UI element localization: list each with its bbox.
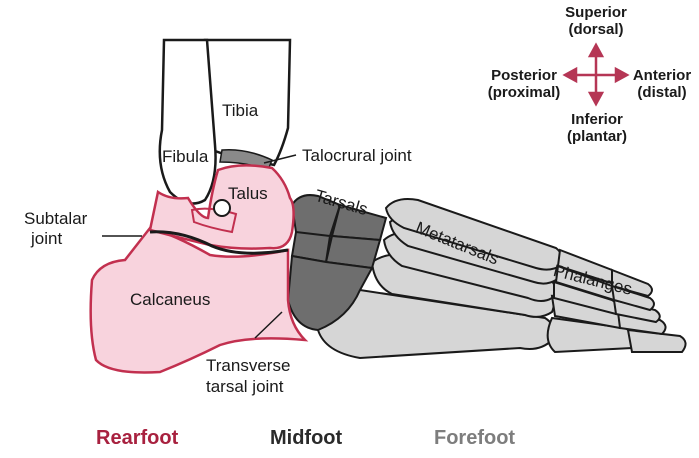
label-transverse-tarsal-1: Transverse xyxy=(206,356,291,375)
direction-anterior-line1: Anterior xyxy=(632,67,692,84)
phalanx-3b xyxy=(612,298,661,324)
direction-superior-line1: Superior xyxy=(565,4,627,21)
direction-posterior: Posterior (proximal) xyxy=(478,67,570,101)
direction-inferior: Inferior (plantar) xyxy=(552,111,642,145)
direction-inferior-line1: Inferior xyxy=(571,111,623,128)
subtalar-joint-line xyxy=(149,230,289,255)
label-subtalar-joint-1: Subtalar xyxy=(24,209,88,228)
region-midfoot: Midfoot xyxy=(270,427,343,449)
direction-arrows xyxy=(562,42,630,107)
cuboid xyxy=(286,254,374,332)
region-rearfoot: Rearfoot xyxy=(96,427,179,449)
region-forefoot: Forefoot xyxy=(434,427,516,449)
label-transverse-tarsal-2: tarsal joint xyxy=(206,377,284,396)
label-calcaneus: Calcaneus xyxy=(130,290,211,309)
midfoot-bones xyxy=(286,194,388,332)
direction-posterior-line2: (proximal) xyxy=(487,84,561,101)
label-subtalar-joint-2: joint xyxy=(31,229,63,248)
direction-anterior-line2: (distal) xyxy=(637,84,687,101)
direction-anterior: Anterior (distal) xyxy=(628,67,696,101)
phalanx-5b xyxy=(611,268,653,298)
direction-superior-line2: (dorsal) xyxy=(568,21,624,38)
direction-superior: Superior (dorsal) xyxy=(548,4,644,38)
direction-inferior-line2: (plantar) xyxy=(567,128,627,145)
calcaneus-bone xyxy=(89,226,309,374)
phalanx-1b xyxy=(626,328,687,353)
label-talus: Talus xyxy=(228,184,268,203)
label-fibula: Fibula xyxy=(162,147,209,166)
fibula-bone xyxy=(158,38,217,205)
label-tibia: Tibia xyxy=(222,101,259,120)
phalanx-4b xyxy=(610,284,655,312)
label-talocrural-joint: Talocrural joint xyxy=(302,146,412,165)
leader-lines xyxy=(102,154,297,339)
lower-leg-bones xyxy=(158,38,292,205)
direction-posterior-line1: Posterior xyxy=(491,67,557,84)
talus-head-circle xyxy=(213,199,231,217)
forefoot-bones xyxy=(316,198,687,360)
talus-details xyxy=(190,199,238,234)
